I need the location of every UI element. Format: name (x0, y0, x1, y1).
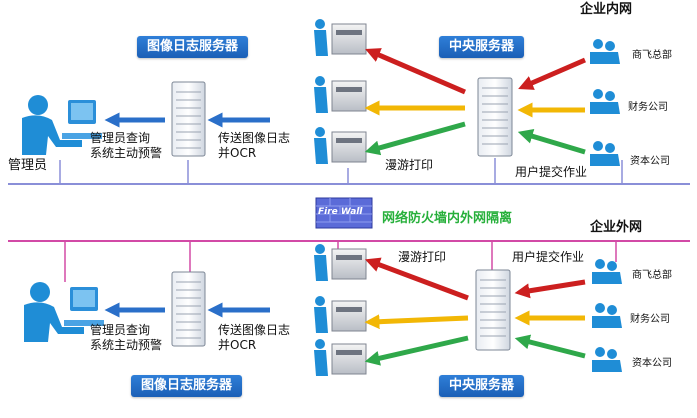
firewall-icon (315, 197, 373, 229)
arrows-top (104, 48, 586, 156)
admin-note-bottom-2: 系统主动预警 (90, 338, 163, 352)
transfer-note-top-2: 并OCR (218, 146, 257, 160)
transfer-note-bottom-2: 并OCR (218, 338, 257, 352)
printer-stations-bottom (314, 244, 367, 376)
central-server-label-bottom: 中央服务器 (439, 375, 525, 397)
log-server-bottom (171, 271, 206, 347)
branch-top-3: 资本公司 (630, 156, 670, 167)
intranet-zone-label: 企业内网 (580, 2, 633, 17)
central-server-label-top: 中央服务器 (439, 36, 525, 58)
log-server-label-bottom: 图像日志服务器 (131, 375, 243, 397)
branch-top-1: 商飞总部 (632, 50, 672, 61)
admin-figure-top (22, 95, 102, 155)
firewall-label: 网络防火墙内外网隔离 (382, 211, 513, 226)
branch-bottom-3: 资本公司 (632, 358, 672, 369)
admin-label: 管理员 (8, 158, 48, 173)
intranet-line (8, 183, 690, 185)
central-server-top (477, 77, 513, 157)
printer-stations-top (314, 19, 367, 164)
user-groups-top (590, 39, 620, 166)
log-server-top (171, 81, 206, 157)
transfer-note-top-1: 传送图像日志 (218, 131, 291, 145)
admin-figure-bottom (24, 282, 104, 342)
extranet-zone-label: 企业外网 (590, 220, 643, 235)
user-submit-bottom: 用户提交作业 (512, 250, 585, 264)
admin-note-top-1: 管理员查询 (90, 131, 151, 145)
transfer-note-bottom-1: 传送图像日志 (218, 323, 291, 337)
branch-top-2: 财务公司 (628, 102, 668, 113)
extranet-line (8, 240, 690, 242)
firewall-icon-text: Fire Wall (318, 207, 363, 217)
roaming-print-bottom: 漫游打印 (398, 250, 447, 264)
central-server-bottom (475, 269, 511, 351)
log-server-label-top: 图像日志服务器 (137, 36, 249, 58)
branch-bottom-1: 商飞总部 (632, 270, 672, 281)
arrows-bottom (104, 257, 586, 366)
admin-note-top-2: 系统主动预警 (90, 146, 163, 160)
admin-note-bottom-1: 管理员查询 (90, 323, 151, 337)
drop-lines-top (59, 158, 623, 184)
roaming-print-top: 漫游打印 (385, 158, 434, 172)
user-groups-bottom (592, 259, 622, 372)
branch-bottom-2: 财务公司 (630, 314, 670, 325)
user-submit-top: 用户提交作业 (515, 165, 588, 179)
